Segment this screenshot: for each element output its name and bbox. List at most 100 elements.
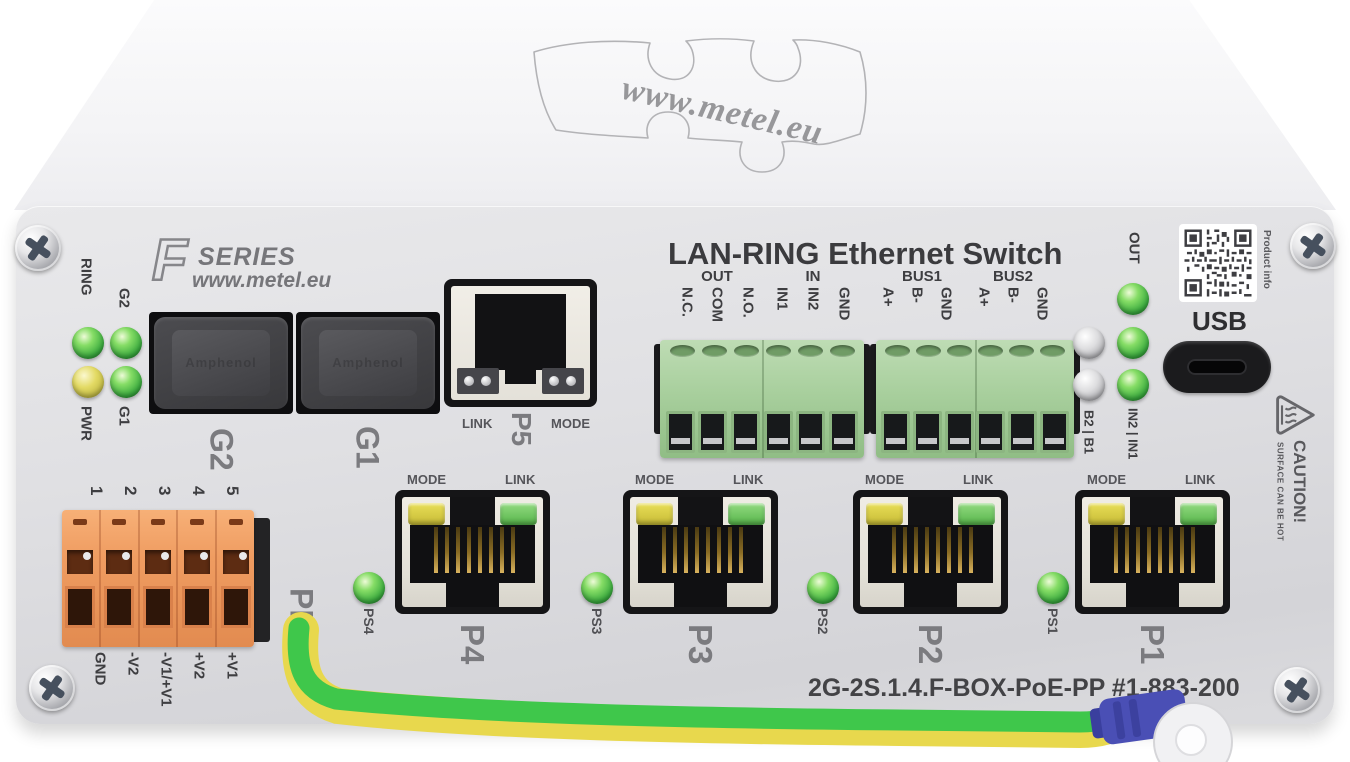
ps3-led — [581, 572, 613, 604]
g2-status-led — [110, 327, 142, 359]
power-pin-label: +V1 — [223, 652, 241, 680]
port-link-label: LINK — [1185, 472, 1216, 487]
top-logo-text: www.metel.eu — [618, 70, 826, 152]
b2-led — [1073, 327, 1105, 359]
io-pin-label: GND — [1033, 287, 1051, 321]
io-group-in: IN — [805, 268, 821, 285]
io-pin-label: IN1 — [773, 287, 791, 311]
port-label-p4: P4 — [454, 624, 491, 665]
io-pin-label: GND — [835, 287, 853, 321]
usb-c-port — [1163, 341, 1271, 393]
in2-led — [1117, 327, 1149, 359]
screw-top-left — [15, 225, 61, 271]
p5-link-label: LINK — [462, 416, 493, 431]
sfp-cage-g2: Amphenol — [149, 312, 293, 414]
io-pin-label: A+ — [975, 287, 993, 307]
led-label-g1: G1 — [115, 406, 133, 427]
sfp-cover-text: Amphenol — [185, 355, 257, 370]
port-label-p3: P3 — [682, 624, 719, 665]
caution-subtitle: SURFACE CAN BE HOT — [1275, 442, 1285, 542]
qr-code-icon — [1179, 224, 1257, 302]
sfp-label-g2: G2 — [203, 428, 240, 471]
screw-bottom-left — [29, 665, 75, 711]
sfp-label-g1: G1 — [349, 426, 386, 469]
terminal-block-bus — [876, 340, 1074, 458]
out-led-label: OUT — [1125, 232, 1143, 264]
rj45-port-p5 — [444, 279, 597, 407]
port-link-label: LINK — [505, 472, 536, 487]
led-label-pwr: PWR — [77, 406, 95, 441]
power-pin-number: 2 — [121, 486, 140, 496]
port-label-p2: P2 — [912, 624, 949, 665]
qr-caption: Product info — [1261, 230, 1272, 289]
brand-series: SERIES — [198, 243, 296, 271]
ps1-led — [1037, 572, 1069, 604]
puzzle-logo-icon: www.metel.eu — [533, 37, 867, 173]
rj45-port-p1 — [1075, 490, 1230, 614]
rj45-port-p2 — [853, 490, 1008, 614]
ps4-label: PS4 — [361, 608, 377, 635]
io-group-out: OUT — [701, 268, 733, 285]
power-pin-number: 5 — [223, 486, 242, 496]
rj45-port-p3 — [623, 490, 778, 614]
ring-led — [72, 327, 104, 359]
io-pin-label: IN2 — [804, 287, 822, 311]
power-terminal-block — [62, 510, 254, 647]
ps3-label: PS3 — [589, 608, 605, 635]
pwr-led — [72, 366, 104, 398]
led-label-g2: G2 — [115, 288, 133, 309]
port-link-label: LINK — [733, 472, 764, 487]
power-pin-label: -V1/+V1 — [157, 652, 175, 707]
g1-status-led — [110, 366, 142, 398]
input-led-labels: IN2 | IN1 — [1125, 408, 1141, 460]
io-pin-label: N.O. — [739, 287, 757, 318]
brand-url: www.metel.eu — [192, 269, 332, 292]
io-pin-label: N.C. — [678, 287, 696, 317]
io-pin-label: A+ — [879, 287, 897, 307]
power-pin-number: 3 — [155, 486, 174, 496]
page-title: LAN-RING Ethernet Switch — [668, 236, 1063, 271]
io-group-bus2: BUS2 — [992, 268, 1034, 285]
enclosure-top: www.metel.eu — [14, 0, 1336, 210]
screw-top-right — [1290, 223, 1336, 269]
port-mode-label: MODE — [407, 472, 446, 487]
power-pin-label: +V2 — [190, 652, 208, 680]
screw-bottom-right — [1274, 667, 1320, 713]
bus-led-labels: B2 | B1 — [1081, 410, 1097, 455]
led-label-ring: RING — [77, 258, 95, 296]
io-pin-label: COM — [708, 287, 726, 322]
in1-led — [1117, 369, 1149, 401]
power-pin-number: 4 — [189, 486, 208, 496]
power-pin-label: -V2 — [124, 652, 142, 676]
terminal-block-out-in — [660, 340, 864, 458]
io-pin-label: B- — [1004, 287, 1022, 303]
io-group-bus1: BUS1 — [901, 268, 943, 285]
rj45-port-p4 — [395, 490, 550, 614]
port-mode-label: MODE — [865, 472, 904, 487]
hot-surface-icon — [1276, 395, 1315, 435]
brand-letter: F — [151, 228, 189, 293]
b1-led — [1073, 369, 1105, 401]
sfp-cover-g1: Amphenol — [301, 317, 435, 409]
p5-mode-label: MODE — [551, 416, 590, 431]
ps2-led — [807, 572, 839, 604]
port-link-label: LINK — [963, 472, 994, 487]
ps1-label: PS1 — [1045, 608, 1061, 635]
pe-label: PE — [283, 588, 320, 631]
sfp-cage-g1: Amphenol — [296, 312, 440, 414]
p5-label: P5 — [506, 412, 537, 447]
power-pin-label: GND — [91, 652, 109, 686]
usb-label: USB — [1192, 306, 1247, 336]
port-mode-label: MODE — [1087, 472, 1126, 487]
caution-title: CAUTION! — [1290, 440, 1309, 524]
power-pin-number: 1 — [87, 486, 106, 496]
out-led — [1117, 283, 1149, 315]
port-label-p1: P1 — [1134, 624, 1171, 665]
sfp-cover-g2: Amphenol — [154, 317, 288, 409]
ps2-label: PS2 — [815, 608, 831, 635]
model-number: 2G-2S.1.4.F-BOX-PoE-PP #1-883-200 — [808, 674, 1240, 702]
io-pin-label: GND — [937, 287, 955, 321]
ps4-led — [353, 572, 385, 604]
io-pin-label: B- — [908, 287, 926, 303]
